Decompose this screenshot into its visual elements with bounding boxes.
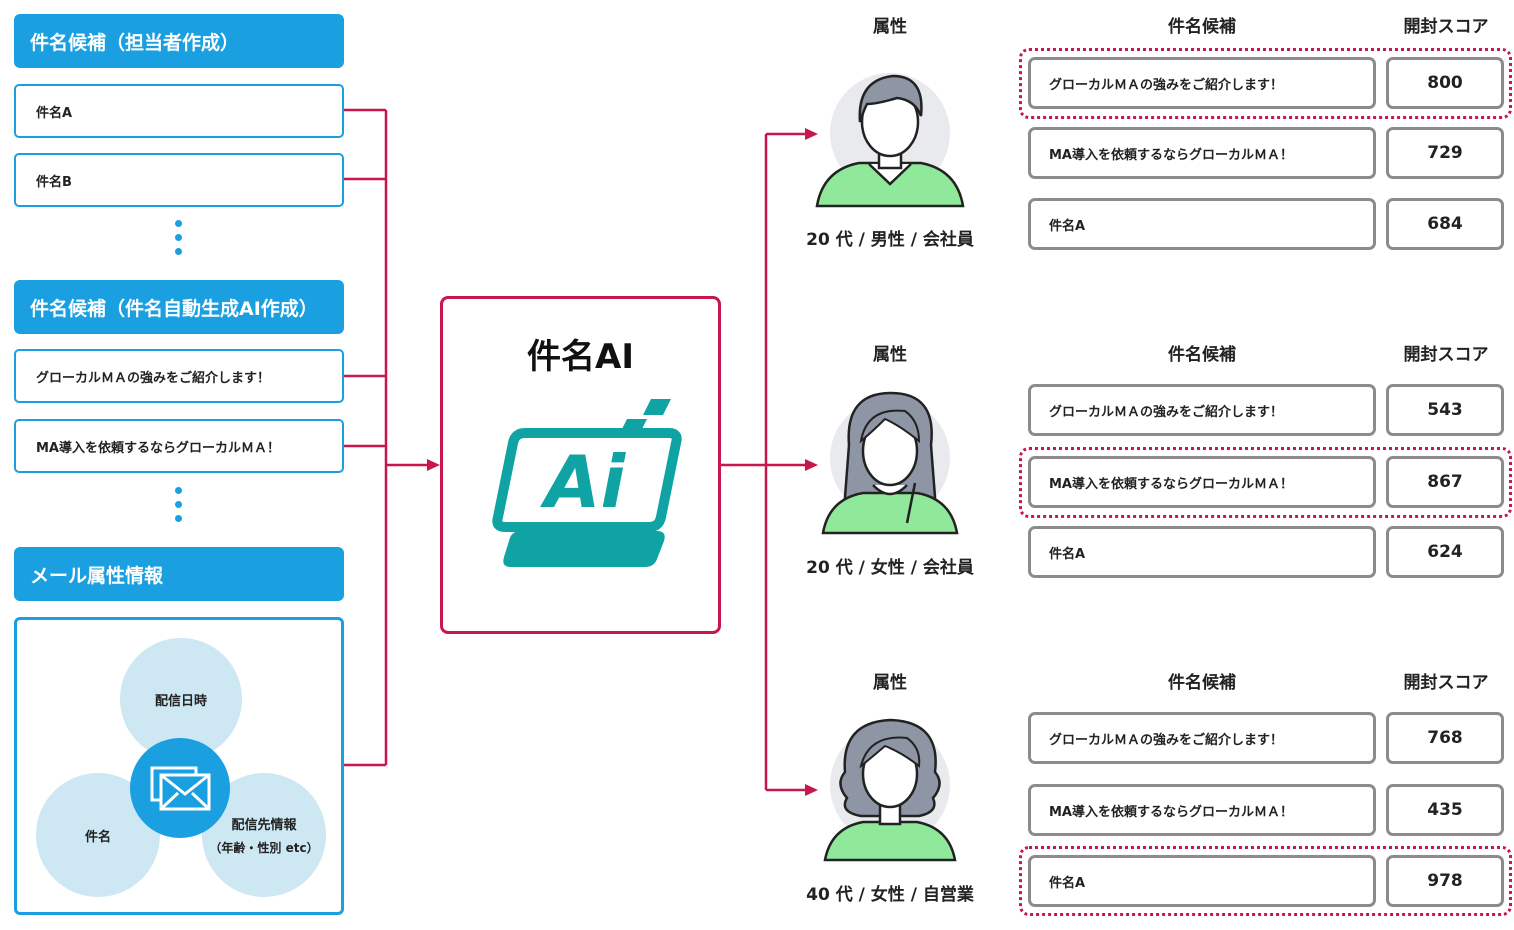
subject-cell: 件名A xyxy=(1028,526,1376,578)
score-cell: 543 xyxy=(1386,384,1504,436)
subject-cell: MA導入を依頼するならグローカルＭＡ！ xyxy=(1028,456,1376,508)
ai-candidate-1: グローカルＭＡの強みをご紹介します！ xyxy=(14,349,344,403)
subject-ai-title: 件名AI xyxy=(527,337,634,377)
manual-candidate-a: 件名A xyxy=(14,84,344,138)
envelope-badge xyxy=(130,738,230,838)
score-cell: 684 xyxy=(1386,198,1504,250)
bubble-recipient: 配信先情報 （年齢・性別 etc） xyxy=(202,773,326,897)
col-candidate: 件名候補 xyxy=(1168,345,1236,365)
subject-ai-box: 件名AI Ai xyxy=(440,296,721,634)
ellipsis-dot xyxy=(175,487,182,494)
arrow-head xyxy=(427,459,440,471)
subject-cell: MA導入を依頼するならグローカルＭＡ！ xyxy=(1028,784,1376,836)
highlight-best xyxy=(1019,846,1512,916)
col-score: 開封スコア xyxy=(1403,673,1489,693)
subject-cell: 件名A xyxy=(1028,198,1376,250)
col-score: 開封スコア xyxy=(1403,17,1489,37)
ai-candidate-2: MA導入を依頼するならグローカルＭＡ！ xyxy=(14,419,344,473)
persona-label-2: 20 代 / 女性 / 会社員 xyxy=(806,558,974,578)
score-cell: 435 xyxy=(1386,784,1504,836)
persona-label-3: 40 代 / 女性 / 自営業 xyxy=(806,885,974,905)
col-candidate: 件名候補 xyxy=(1168,673,1236,693)
ellipsis-dot xyxy=(175,515,182,522)
col-candidate: 件名候補 xyxy=(1168,17,1236,37)
col-attribute: 属性 xyxy=(873,673,907,693)
persona-female-wavy-icon xyxy=(823,718,957,862)
ai-logo: Ai xyxy=(492,399,682,567)
ellipsis-dot xyxy=(175,248,182,255)
persona-male-icon xyxy=(815,73,965,208)
score-cell: 800 xyxy=(1386,57,1504,109)
score-cell: 867 xyxy=(1386,456,1504,508)
bubble-recipient-label: 配信先情報 xyxy=(231,818,297,833)
bubble-subject-label: 件名 xyxy=(84,829,111,845)
ellipsis-dot xyxy=(175,501,182,508)
ai-candidates-header: 件名候補（件名自動生成AI作成） xyxy=(14,280,344,334)
mail-attribute-header: メール属性情報 xyxy=(14,547,344,601)
ai-logo-text: Ai xyxy=(540,440,627,524)
highlight-best xyxy=(1019,447,1512,518)
subject-cell: グローカルＭＡの強みをご紹介します！ xyxy=(1028,57,1376,109)
manual-candidates-header: 件名候補（担当者作成） xyxy=(14,14,344,68)
ellipsis-dot xyxy=(175,220,182,227)
subject-cell: グローカルＭＡの強みをご紹介します！ xyxy=(1028,712,1376,764)
subject-cell: グローカルＭＡの強みをご紹介します！ xyxy=(1028,384,1376,436)
highlight-best xyxy=(1019,48,1512,119)
score-cell: 978 xyxy=(1386,855,1504,907)
col-attribute: 属性 xyxy=(873,17,907,37)
col-attribute: 属性 xyxy=(873,345,907,365)
col-score: 開封スコア xyxy=(1403,345,1489,365)
bubble-datetime-label: 配信日時 xyxy=(154,694,207,709)
manual-candidate-b: 件名B xyxy=(14,153,344,207)
mail-attribute-panel: 配信日時 件名 配信先情報 （年齢・性別 etc） xyxy=(14,617,344,915)
persona-label-1: 20 代 / 男性 / 会社員 xyxy=(806,230,974,250)
score-cell: 729 xyxy=(1386,127,1504,179)
bubble-recipient-sub: （年齢・性別 etc） xyxy=(209,841,319,855)
subject-cell: MA導入を依頼するならグローカルＭＡ！ xyxy=(1028,127,1376,179)
score-cell: 768 xyxy=(1386,712,1504,764)
subject-cell: 件名A xyxy=(1028,855,1376,907)
envelope-icon xyxy=(150,766,211,811)
ellipsis-dot xyxy=(175,234,182,241)
score-cell: 624 xyxy=(1386,526,1504,578)
persona-female-longhair-icon xyxy=(821,391,959,535)
